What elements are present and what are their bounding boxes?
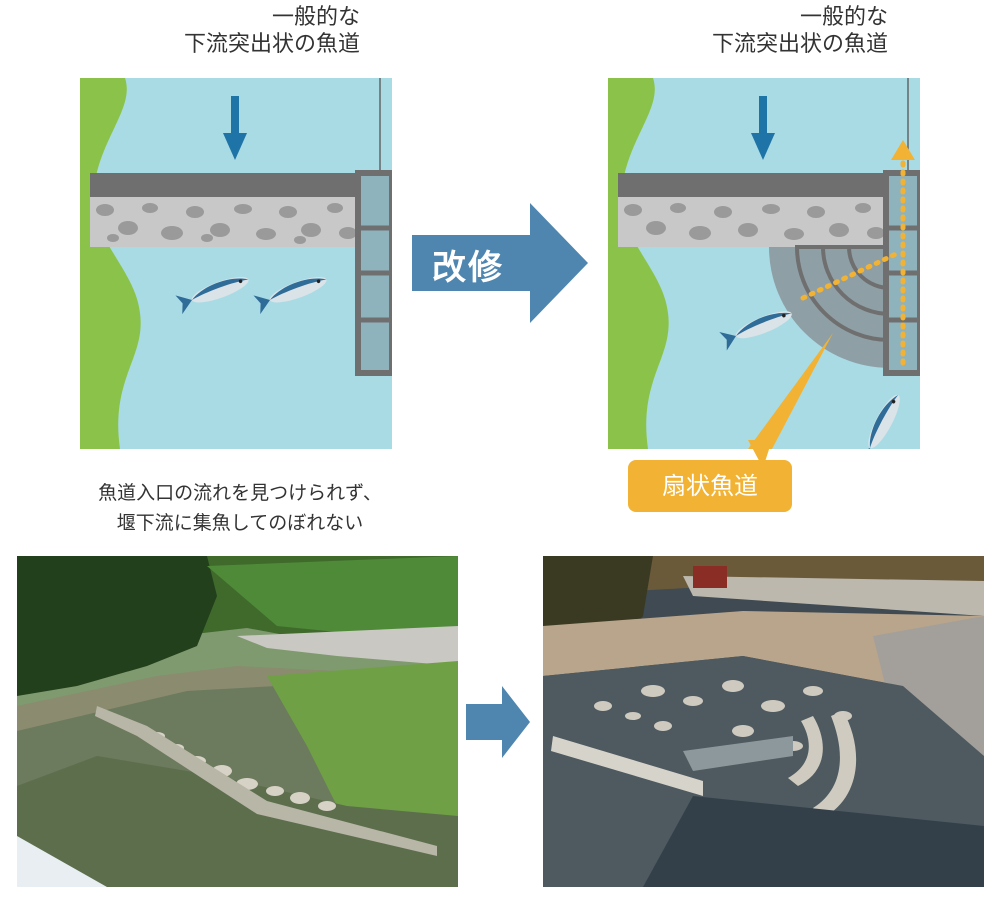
- left-caption-line2: 堰下流に集魚してのぼれない: [116, 512, 364, 534]
- left-panel-title-line2: 下流突出状の魚道: [183, 32, 360, 57]
- left-weir-top: [90, 173, 362, 197]
- renovation-label: 改修: [432, 248, 504, 288]
- before-photo: [17, 556, 458, 887]
- left-weir-body: [90, 197, 362, 247]
- left-caption: 魚道入口の流れを見つけられず、 堰下流に集魚してのぼれない: [40, 478, 440, 538]
- left-river-bank: [80, 78, 141, 449]
- right-weir-body: [618, 197, 890, 247]
- left-flow-down-arrow-icon: [223, 96, 247, 160]
- migration-path-up-arrow-icon: [891, 140, 915, 160]
- left-diagram-svg: [80, 78, 392, 449]
- fan-fishway-badge: 扇状魚道: [628, 460, 792, 512]
- left-caption-line1: 魚道入口の流れを見つけられず、: [98, 482, 382, 504]
- before-after-arrow: [466, 686, 530, 758]
- right-fish-icon-1: [719, 311, 792, 351]
- right-weir-top: [618, 173, 890, 197]
- renovation-arrow: [412, 203, 588, 323]
- after-photo: [543, 556, 984, 887]
- badge-pointer: [748, 333, 833, 449]
- right-weir-stones: [624, 203, 885, 240]
- left-panel-title: 一般的な 下流突出状の魚道: [100, 4, 360, 58]
- right-diagram: [608, 78, 920, 449]
- left-weir-stones: [96, 203, 357, 244]
- left-fish-icon-2: [253, 277, 327, 315]
- right-diagram-svg: [608, 78, 920, 449]
- after-photo-svg: [543, 556, 984, 887]
- left-panel-title-line1: 一般的な: [271, 5, 360, 30]
- before-photo-svg: [17, 556, 458, 887]
- right-river-bank: [608, 78, 669, 449]
- left-diagram: [80, 78, 392, 449]
- badge-pointer-outside: [748, 440, 772, 468]
- right-panel-title-line2: 下流突出状の魚道: [711, 32, 888, 57]
- right-panel-title: 一般的な 下流突出状の魚道: [628, 4, 888, 58]
- left-fish-icon-1: [175, 277, 249, 315]
- right-flow-down-arrow-icon: [751, 96, 775, 160]
- right-panel-title-line1: 一般的な: [799, 5, 888, 30]
- right-leader-line: [907, 78, 909, 173]
- right-fish-icon-2: [854, 394, 900, 449]
- migration-path-diagonal: [800, 250, 901, 301]
- left-leader-line: [379, 78, 381, 173]
